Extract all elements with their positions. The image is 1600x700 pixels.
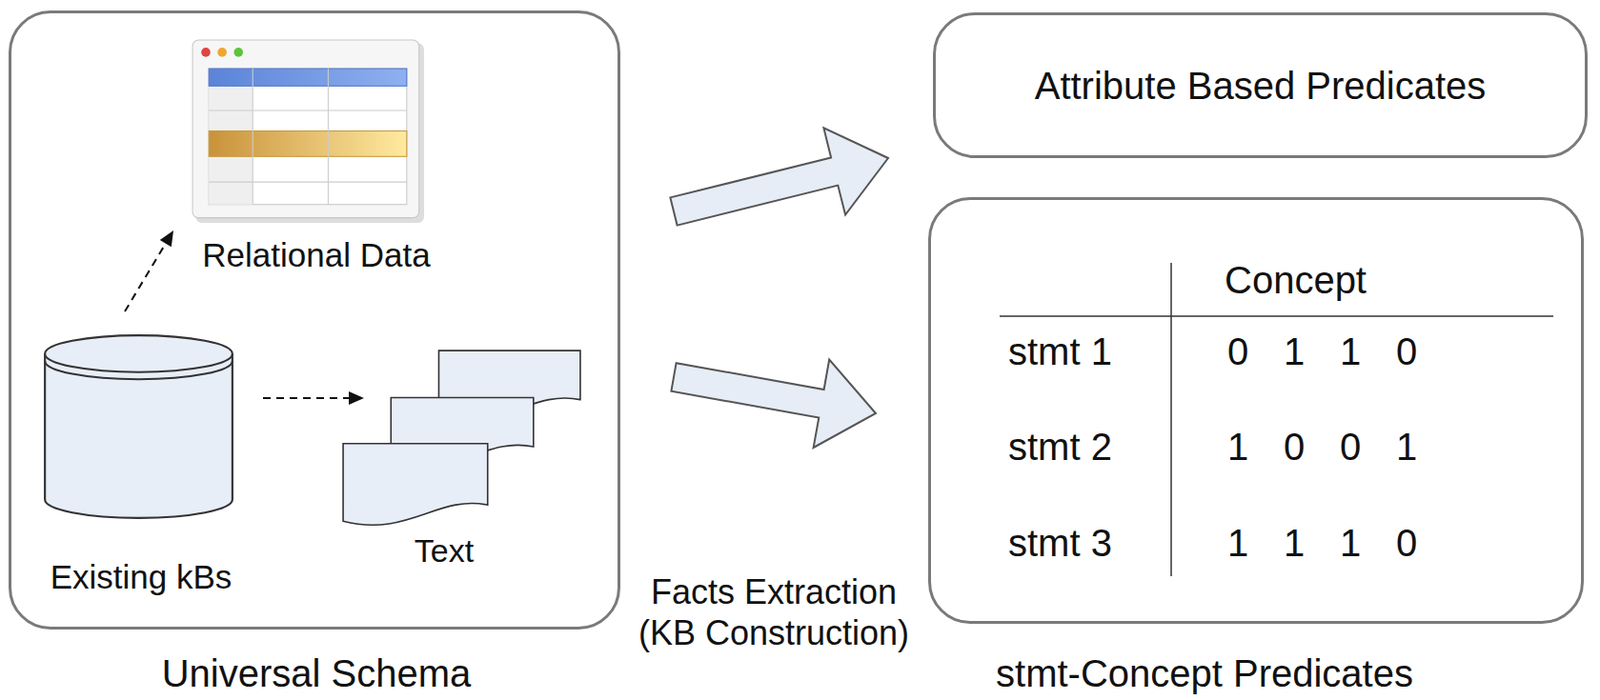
document-stack-outline — [342, 349, 582, 531]
table-cell: 0 — [1396, 521, 1418, 566]
node-label: Text — [414, 532, 474, 570]
arrow-head — [348, 391, 365, 406]
table-cell: stmt 2 — [1008, 425, 1113, 469]
dashed-arrow — [124, 230, 174, 312]
table-cell: stmt 1 — [1008, 329, 1113, 374]
table-icon-part — [217, 47, 227, 58]
table-cell: 1 — [1283, 521, 1305, 566]
table-icon-outline — [191, 39, 425, 223]
dashed-arrow — [263, 391, 365, 406]
document-stack: Text — [342, 349, 582, 531]
table-rule — [999, 315, 1554, 318]
table-cell: 0 — [1396, 329, 1418, 374]
table-cell: 1 — [1339, 329, 1361, 374]
block-arrow-shape — [670, 360, 876, 449]
database-cylinder: Existing kBs — [42, 333, 235, 521]
block-arrow-shape — [669, 127, 889, 225]
table-cell: stmt 3 — [1008, 521, 1113, 566]
table-cell: 1 — [1227, 425, 1249, 469]
table-icon: Relational Data — [191, 39, 425, 223]
block-arrow — [670, 360, 876, 449]
predicate-box: Attribute Based Predicates — [932, 12, 1588, 159]
table-cell: Concept — [1224, 258, 1367, 303]
table-cell: 1 — [1227, 521, 1249, 566]
table-icon-part — [208, 68, 407, 205]
database-cylinder-outline — [42, 333, 235, 521]
node-label: Existing kBs — [50, 558, 233, 597]
database-cylinder-part — [44, 335, 233, 373]
table-icon-part — [201, 47, 211, 58]
table-cell: 0 — [1227, 329, 1249, 374]
node-label: stmt-Concept Predicates — [995, 651, 1414, 696]
database-cylinder-part — [44, 361, 233, 380]
table-icon-part — [208, 131, 407, 158]
node-label: Universal Schema — [162, 651, 472, 696]
node-label: Attribute Based Predicates — [1034, 63, 1487, 108]
table-icon-part — [233, 47, 244, 58]
table-icon-part — [192, 40, 420, 219]
table-cell: 1 — [1396, 425, 1418, 469]
dashed-line — [263, 397, 349, 400]
document-stack-part — [343, 444, 488, 527]
table-rule — [1170, 263, 1173, 577]
table-cell: 1 — [1339, 521, 1361, 566]
table-icon-part — [208, 68, 407, 86]
table-cell: 0 — [1339, 425, 1361, 469]
table-icon-part — [195, 42, 425, 223]
schema-region: Universal SchemaRelational DataExisting … — [8, 10, 621, 630]
block-arrow — [669, 127, 889, 225]
table-icon-part — [327, 68, 329, 205]
node-label: Relational Data — [202, 236, 430, 275]
database-cylinder-part — [44, 353, 233, 518]
table-icon-part — [208, 110, 407, 112]
table-cell: 1 — [1283, 329, 1305, 374]
table-icon-part — [252, 68, 254, 205]
dashed-line — [124, 243, 166, 312]
process-label: Facts Extraction (KB Construction) — [630, 571, 917, 654]
table-icon-part — [208, 182, 407, 183]
table-cell: 0 — [1283, 425, 1305, 469]
arrow-head — [160, 230, 174, 247]
